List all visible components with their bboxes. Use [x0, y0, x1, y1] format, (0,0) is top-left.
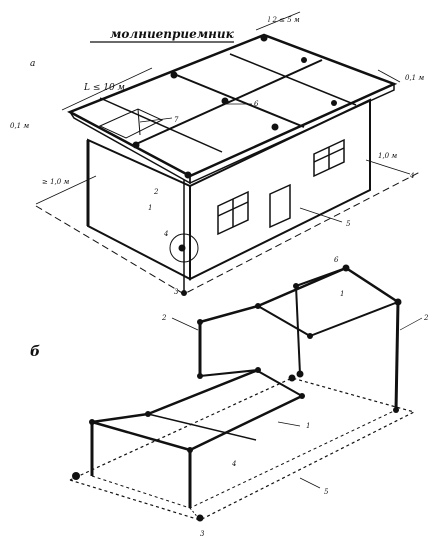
callout-b-2-left: 2	[161, 314, 167, 322]
dim-line	[255, 11, 301, 31]
callout-7: 7	[174, 116, 179, 124]
callout-b-2-right: 2	[423, 314, 429, 322]
roof-edge-left	[69, 111, 191, 185]
mesh-line	[229, 53, 357, 106]
leader-line	[171, 317, 199, 331]
panel-b-label: б	[30, 344, 40, 360]
lightning-rod-title: молниеприемник	[110, 27, 235, 41]
panel-b	[69, 264, 423, 522]
dim-offset-left: 0,1 м	[10, 122, 29, 130]
mesh-line	[173, 73, 305, 128]
test-joint-marker	[169, 233, 199, 263]
panel-a-label: а	[30, 59, 35, 69]
roof-hatch	[98, 108, 164, 139]
ground-contour	[35, 171, 421, 295]
dim-line	[35, 175, 97, 205]
leader-line	[277, 421, 301, 427]
window	[217, 190, 249, 236]
leader-line	[299, 207, 343, 223]
leader-line	[399, 317, 423, 331]
window	[313, 138, 345, 178]
callout-5: 5	[346, 220, 351, 228]
dim-length: L ≤ 10 м	[83, 83, 125, 93]
dim-line	[377, 69, 401, 83]
leader-line	[299, 477, 321, 489]
dim-offset-right: 0,1 м	[405, 74, 424, 82]
callout-b-1-upper: 1	[340, 290, 344, 298]
callout-4: 4	[163, 230, 168, 238]
frame-node	[72, 264, 402, 522]
callout-b-1-lower: 1	[306, 422, 310, 430]
foundation-dashed	[69, 377, 416, 521]
dim-line	[365, 159, 411, 175]
callout-b-6: 6	[334, 256, 339, 264]
wall-right	[189, 98, 371, 281]
callout-1: 1	[148, 204, 152, 212]
callout-right-4: 4	[409, 172, 414, 180]
dim-ground-right: 1,0 м	[378, 152, 397, 160]
callout-b-3: 3	[200, 530, 205, 538]
callout-b-4: 4	[231, 460, 236, 468]
door	[269, 183, 291, 229]
dim-top: l 2 ≤ 5 м	[268, 16, 300, 24]
mesh-line	[99, 97, 223, 153]
dim-line	[61, 67, 153, 111]
leader-line	[139, 117, 173, 123]
callout-3: 3	[174, 288, 179, 296]
mesh-node	[132, 34, 337, 179]
callout-6: 6	[254, 100, 259, 108]
column	[394, 301, 400, 411]
callout-b-5: 5	[324, 488, 329, 496]
panel-a	[35, 11, 421, 296]
callout-2: 2	[153, 188, 159, 196]
dim-ground-left: ≥ 1,0 м	[42, 178, 69, 186]
